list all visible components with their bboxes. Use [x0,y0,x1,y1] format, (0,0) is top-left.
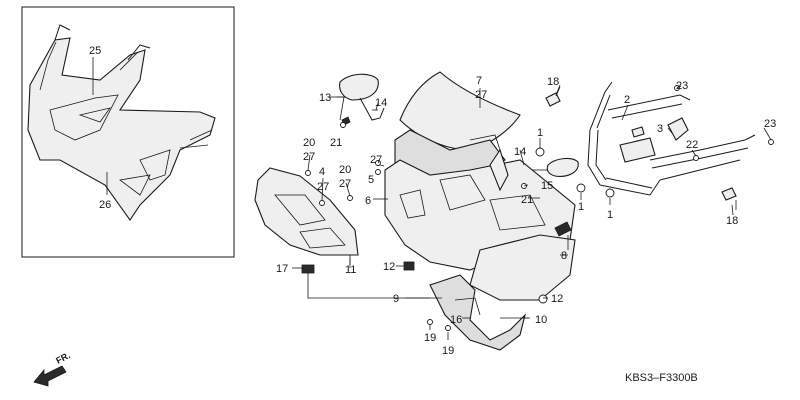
callout-21-right: 21 [521,194,533,206]
callout-7: 7 [476,75,482,87]
callout-21-upper: 21 [330,137,342,149]
callout-15: 15 [541,180,553,192]
inner-panel-part [254,167,359,265]
callout-27-small: 27 [370,154,382,166]
callout-25: 25 [89,45,101,57]
callout-12-right: 12 [551,293,563,305]
callout-labels: 25 26 13 14 21 7 27 18 2 23 23 3 22 18 1… [89,45,776,384]
callout-1-mid: 1 [578,201,584,213]
stay-frame-part [545,81,756,210]
leader-lines [292,85,772,340]
front-arrow-icon: FR. [33,350,72,387]
callout-12-left: 12 [383,261,395,273]
callout-14: 14 [375,97,387,109]
callout-23-upper: 23 [676,80,688,92]
windscreen-part [399,71,521,151]
callout-27-left: 27 [303,151,315,163]
inset-fairing [27,24,216,221]
callout-9: 9 [393,293,399,305]
callout-19-left: 19 [424,332,436,344]
callout-1-lower: 1 [607,209,613,221]
callout-23-right: 23 [764,118,776,130]
callout-17: 17 [276,263,288,275]
callout-1-upper: 1 [537,127,543,139]
lower-cowl-part [429,221,576,351]
callout-27-mid: 27 [317,181,329,193]
callout-19-right: 19 [442,345,454,357]
callout-18-lower: 18 [726,215,738,227]
callout-2: 2 [624,94,630,106]
callout-27-windscreen: 27 [475,89,487,101]
callout-26: 26 [99,199,111,211]
callout-3: 3 [657,123,663,135]
callout-27-right: 27 [339,178,351,190]
callout-22: 22 [686,139,698,151]
callout-18-upper: 18 [547,76,559,88]
callout-5: 5 [368,174,374,186]
inset-view [21,6,235,258]
bracket-17-9 [307,272,442,299]
direction-label: FR. [54,350,71,366]
callout-20-right: 20 [339,164,351,176]
callout-20-left: 20 [303,137,315,149]
mirror-rh-part [532,157,579,177]
callout-6: 6 [365,195,371,207]
callout-11: 11 [345,264,356,276]
diagram-code: KBS3–F3300B [625,372,698,384]
callout-8: 8 [561,250,567,262]
callout-13: 13 [319,92,331,104]
callout-10: 10 [535,314,547,326]
callout-14-right: 14 [514,146,526,158]
callout-16: 16 [450,314,462,326]
callout-4: 4 [319,166,325,178]
